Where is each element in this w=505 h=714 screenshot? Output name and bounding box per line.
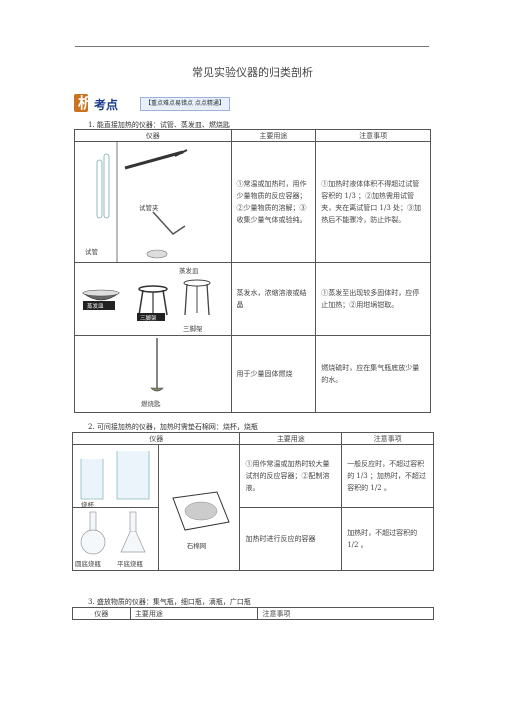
table-row: 试管 试管夹 ①常温或加热时，用作少量物质的反应容器；②少量物质的溶解；③收集少… bbox=[74, 141, 431, 263]
analysis-mark-icon: 析 bbox=[78, 94, 94, 112]
use-cell: ①用作常温或加热时较大量试剂的反应容器；②配制溶液。 bbox=[239, 444, 343, 508]
table-row: 燃烧匙 用于少量固体燃烧 燃烧硫时，应在集气瓶底放少量的水。 bbox=[74, 335, 431, 413]
banner-tag: 考点 bbox=[94, 98, 119, 112]
section1-table: 仪器 主要用途 注意事项 试管 试管夹 bbox=[74, 129, 431, 413]
flask-illustration bbox=[80, 511, 146, 555]
header-note: 注意事项 bbox=[315, 129, 431, 142]
header-use: 主要用途 bbox=[239, 432, 343, 445]
header-use: 主要用途 bbox=[230, 129, 317, 142]
note-cell: 一般反应时，不超过容积的 1/3 ；加热时，不超过容积的 1/2 。 bbox=[341, 444, 434, 508]
instrument-cell: 圆底烧瓶 平底烧瓶 bbox=[72, 507, 159, 571]
asbestos-gauze-illustration bbox=[172, 490, 230, 531]
header-use: 主要用途 bbox=[129, 607, 259, 620]
section2-table: 仪器 主要用途 注意事项 烧杯 bbox=[71, 432, 434, 571]
instrument-cell: 石棉网 bbox=[157, 444, 241, 571]
note-cell: 加热时，不超过容积的 1/2 。 bbox=[341, 507, 434, 571]
section1-heading: 1. 能直接加热的仪器：试管、蒸发皿、燃烧匙 bbox=[88, 121, 230, 129]
section3-table: 仪器 主要用途 注意事项 bbox=[72, 607, 434, 620]
table-row: 烧杯 石棉网 ①用作常温或加热时较大量试剂的反应容器；②配制溶液。 一般反应时，… bbox=[72, 444, 434, 571]
instrument-cell: 蒸发皿 蒸发皿 三脚架 三脚架 bbox=[74, 262, 232, 336]
label-dish-tag: 蒸发皿 bbox=[87, 304, 104, 310]
header-rule bbox=[75, 46, 429, 47]
header-instrument: 仪器 bbox=[71, 432, 241, 445]
label-evaporating-dish: 蒸发皿 bbox=[179, 267, 199, 275]
label-round-flask: 圆底烧瓶 bbox=[75, 560, 101, 568]
header-instrument: 仪器 bbox=[72, 607, 131, 620]
header-instrument: 仪器 bbox=[74, 129, 232, 142]
use-cell: ①常温或加热时，用作少量物质的反应容器；②少量物质的溶解；③收集少量气体或验纯。 bbox=[230, 141, 317, 263]
page-title: 常见实验仪器的归类剖析 bbox=[192, 66, 313, 79]
label-combustion-spoon: 燃烧匙 bbox=[141, 400, 161, 408]
instrument-cell: 烧杯 bbox=[72, 444, 159, 509]
label-tripod: 三脚架 bbox=[183, 325, 203, 333]
section3-heading: 3. 盛放物质的仪器：集气瓶，细口瓶，滴瓶，广口瓶 bbox=[88, 598, 251, 606]
instrument-cell: 燃烧匙 bbox=[74, 335, 232, 413]
evaporating-dish-illustration bbox=[82, 279, 211, 321]
use-cell: 加热时进行反应的容器 bbox=[239, 507, 343, 571]
header-note: 注意事项 bbox=[341, 432, 434, 445]
table-header-row: 仪器 主要用途 注意事项 bbox=[74, 129, 431, 142]
test-tube-illustration bbox=[96, 142, 188, 262]
label-tube-clamp: 试管夹 bbox=[139, 204, 159, 212]
section-banner: 析 考点 【重点难点易错点 点点精通】 bbox=[74, 92, 284, 118]
label-asbestos-gauze: 石棉网 bbox=[186, 541, 207, 550]
note-cell: 燃烧硫时，应在集气瓶底放少量的水。 bbox=[315, 335, 431, 413]
label-beaker: 烧杯 bbox=[81, 501, 94, 509]
table-row: 圆底烧瓶 平底烧瓶 加热时进行反应的容器 加热时，不超过容积的 1/2 。 bbox=[72, 507, 434, 571]
label-test-tube: 试管 bbox=[85, 248, 98, 256]
header-note: 注意事项 bbox=[257, 607, 434, 620]
table-row: 蒸发皿 蒸发皿 三脚架 三脚架 蒸发水，浓缩溶液或结晶 ①蒸发至出现较多固体时，… bbox=[74, 262, 431, 336]
label-flat-flask: 平底烧瓶 bbox=[117, 560, 143, 568]
use-cell: 蒸发水，浓缩溶液或结晶 bbox=[230, 262, 317, 336]
table-header-row: 仪器 主要用途 注意事项 bbox=[71, 432, 434, 445]
use-cell: 用于少量固体燃烧 bbox=[230, 335, 317, 413]
banner-bar: 【重点难点易错点 点点精通】 bbox=[140, 97, 230, 111]
label-tripod-tag: 三脚架 bbox=[140, 316, 157, 322]
table-header-row: 仪器 主要用途 注意事项 bbox=[72, 607, 434, 620]
instrument-cell: 试管 试管夹 bbox=[74, 141, 232, 263]
note-cell: ①蒸发至出现较多固体时，应停止加热；②用坩埚钳取。 bbox=[315, 262, 431, 336]
section2-heading: 2. 可间接加热的仪器，加热时需垫石棉网：烧杯，烧瓶 bbox=[88, 423, 258, 431]
beaker-illustration bbox=[80, 451, 150, 500]
book-icon bbox=[74, 94, 88, 112]
combustion-spoon-illustration bbox=[150, 338, 164, 392]
note-cell: ①加热时液体体积不得超过试管容积的 1/3 ；②加热需用试管夹，夹在离试管口 1… bbox=[315, 141, 431, 263]
